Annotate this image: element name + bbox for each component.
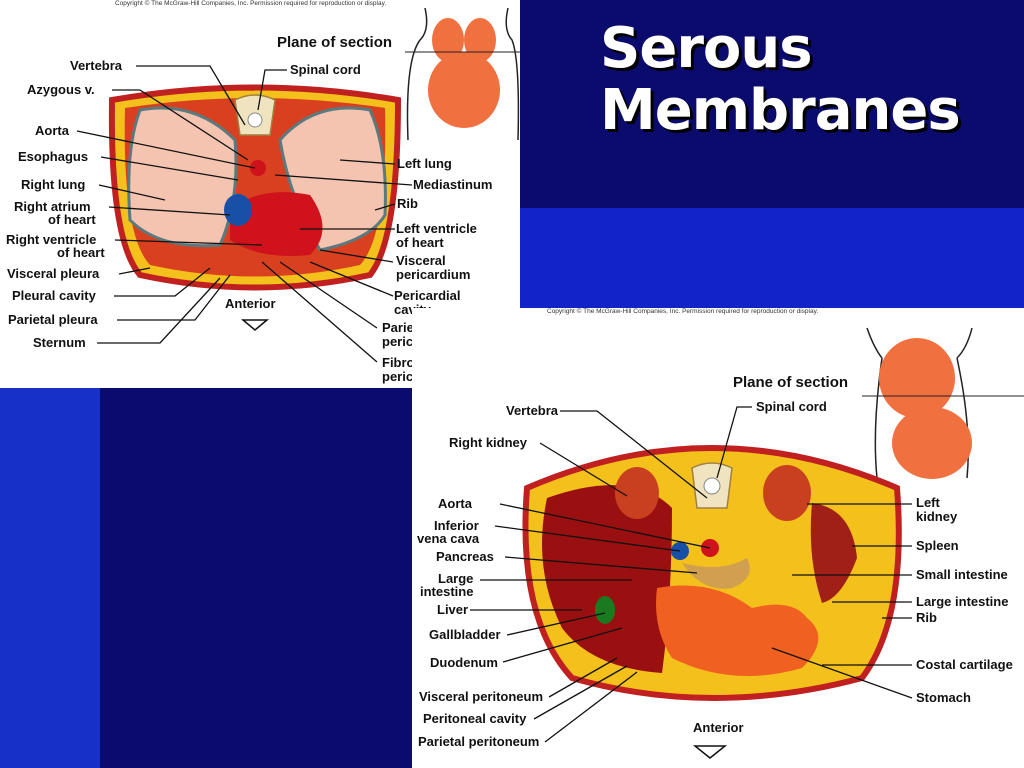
title-line-1: Serous bbox=[600, 16, 813, 81]
label-aorta-2: Aorta bbox=[438, 496, 472, 511]
thorax-anterior-label: Anterior bbox=[225, 296, 276, 311]
label-costal-cartilage: Costal cartilage bbox=[916, 657, 1013, 672]
label-left-ventricle: Left ventricle bbox=[396, 221, 477, 236]
label-right-kidney: Right kidney bbox=[449, 435, 528, 450]
label-large-intestine-left-2: intestine bbox=[420, 584, 474, 599]
label-rib: Rib bbox=[397, 196, 418, 211]
label-small-intestine: Small intestine bbox=[916, 567, 1008, 582]
label-sternum: Sternum bbox=[33, 335, 86, 350]
label-right-atrium-2: of heart bbox=[48, 212, 96, 227]
label-left-kidney: Left bbox=[916, 495, 940, 510]
label-visceral-pleura: Visceral pleura bbox=[7, 266, 100, 281]
label-aorta: Aorta bbox=[35, 123, 69, 138]
label-spinal-cord-2: Spinal cord bbox=[756, 399, 827, 414]
background-left-dark bbox=[100, 388, 412, 768]
copyright-text: Copyright © The McGraw-Hill Companies, I… bbox=[115, 0, 387, 7]
thorax-illustration bbox=[76, 7, 520, 363]
abdomen-diagram: Copyright © The McGraw-Hill Companies, I… bbox=[412, 308, 1024, 768]
slide-title: Serous Membranes bbox=[600, 16, 961, 143]
label-mediastinum: Mediastinum bbox=[413, 177, 493, 192]
label-left-lung: Left lung bbox=[397, 156, 452, 171]
abdomen-plane-label: Plane of section bbox=[733, 374, 849, 391]
label-parietal-peritoneum: Parietal peritoneum bbox=[418, 734, 540, 749]
label-azygous: Azygous v. bbox=[27, 82, 95, 97]
abdomen-anterior-label: Anterior bbox=[693, 720, 744, 735]
label-pancreas: Pancreas bbox=[436, 549, 494, 564]
label-vertebra: Vertebra bbox=[70, 58, 123, 73]
label-left-kidney-2: kidney bbox=[916, 509, 958, 524]
label-right-ventricle-2: of heart bbox=[57, 245, 105, 260]
torso-outline bbox=[406, 7, 520, 141]
label-vena-cava: vena cava bbox=[417, 531, 480, 546]
label-stomach: Stomach bbox=[916, 690, 971, 705]
label-visceral-pericardium-2: pericardium bbox=[396, 267, 471, 282]
label-parietal-pleura: Parietal pleura bbox=[8, 312, 98, 327]
label-left-ventricle-2: of heart bbox=[396, 235, 444, 250]
label-visceral-pericardium: Visceral bbox=[396, 253, 446, 268]
label-inferior: Inferior bbox=[434, 518, 479, 533]
label-large-intestine-right: Large intestine bbox=[916, 594, 1009, 609]
label-visceral-peritoneum: Visceral peritoneum bbox=[419, 689, 544, 704]
label-large-intestine-left: Large bbox=[438, 571, 474, 586]
copyright-text-2: Copyright © The McGraw-Hill Companies, I… bbox=[547, 308, 819, 315]
label-gallbladder: Gallbladder bbox=[429, 627, 501, 642]
label-esophagus: Esophagus bbox=[18, 149, 89, 164]
label-vertebra-2: Vertebra bbox=[506, 403, 559, 418]
label-peritoneal-cavity: Peritoneal cavity bbox=[423, 711, 527, 726]
label-pericardial-cavity: Pericardial bbox=[394, 288, 461, 303]
label-pleural-cavity: Pleural cavity bbox=[12, 288, 96, 303]
label-right-ventricle: Right ventricle bbox=[6, 232, 97, 247]
label-right-atrium: Right atrium bbox=[14, 199, 91, 214]
background-left-band bbox=[0, 388, 100, 768]
title-line-2: Membranes bbox=[600, 78, 961, 143]
label-duodenum: Duodenum bbox=[430, 655, 498, 670]
abdomen-illustration bbox=[470, 327, 1024, 759]
background-top bbox=[520, 0, 1024, 208]
label-spinal-cord: Spinal cord bbox=[290, 62, 361, 77]
label-spleen: Spleen bbox=[916, 538, 959, 553]
thorax-plane-label: Plane of section bbox=[277, 34, 393, 51]
label-right-lung: Right lung bbox=[21, 177, 86, 192]
thorax-diagram: Copyright © The McGraw-Hill Companies, I… bbox=[0, 0, 520, 388]
label-liver: Liver bbox=[437, 602, 469, 617]
label-rib-2: Rib bbox=[916, 610, 937, 625]
background-band bbox=[520, 208, 1024, 308]
